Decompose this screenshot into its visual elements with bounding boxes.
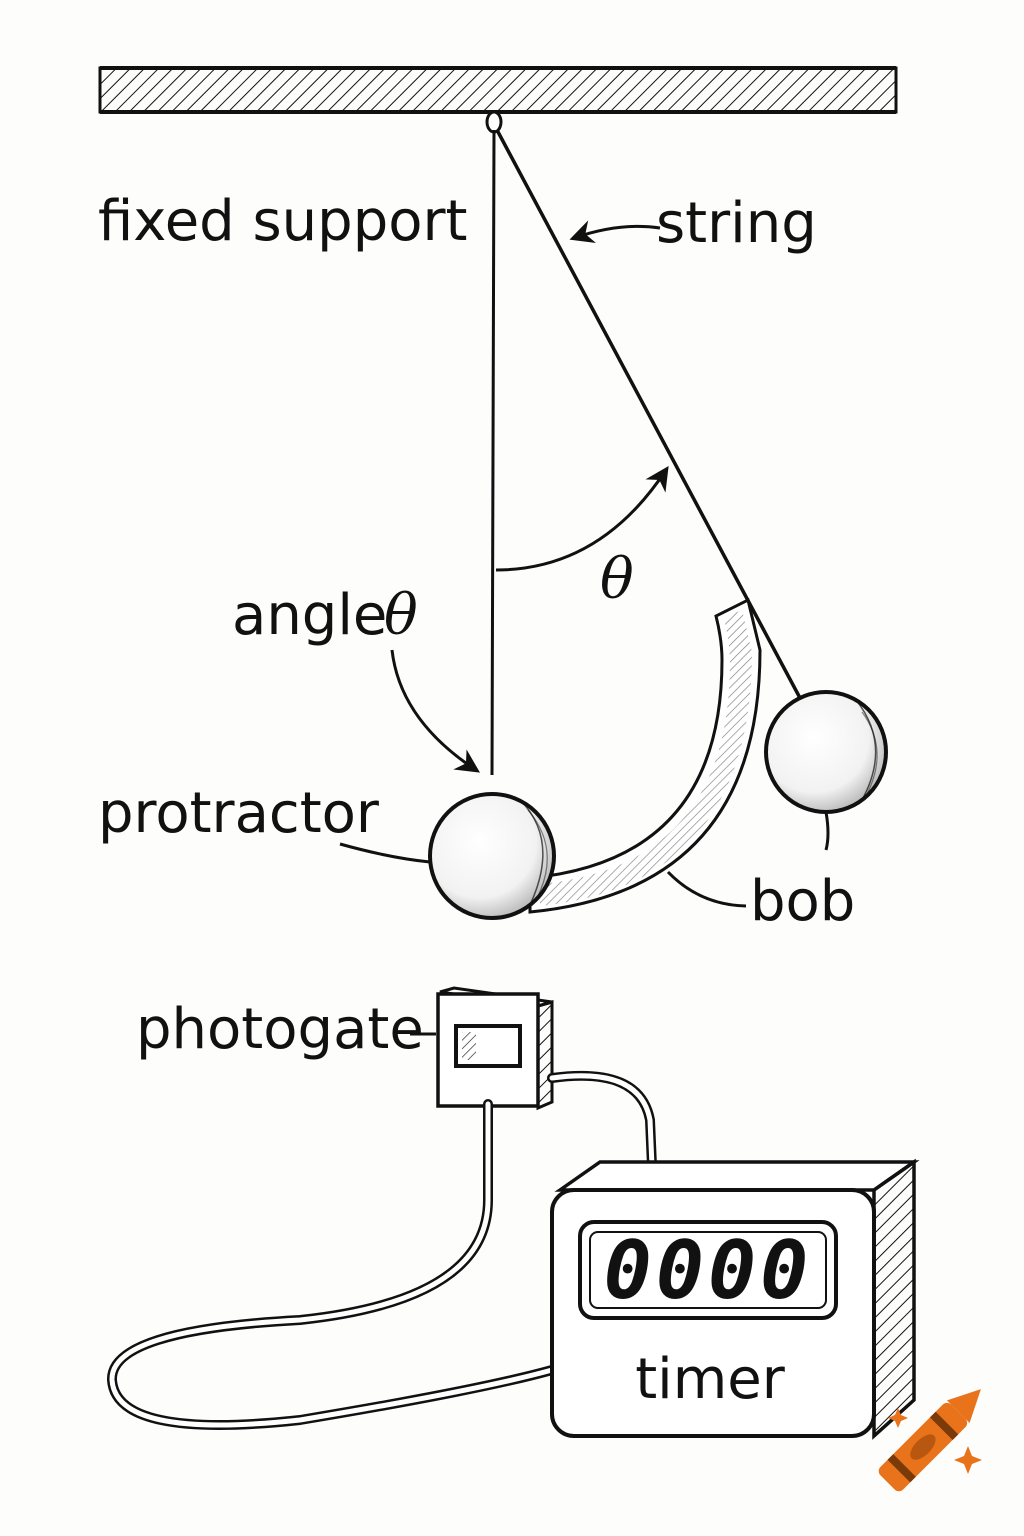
label-protractor: protractor (98, 781, 380, 846)
string-leader (569, 220, 661, 244)
bob-rest (428, 792, 556, 920)
photogate (410, 986, 554, 1111)
angle-arc (495, 465, 669, 572)
string-vertical (490, 129, 496, 776)
cable-photogate-to-timer (547, 1070, 657, 1171)
protractor-leader (339, 842, 431, 864)
protractor-arc (528, 597, 762, 914)
label-bob: bob (750, 869, 855, 934)
pivot-hook (485, 110, 503, 134)
protractor-scale-ticks (540, 610, 752, 906)
bob-displaced (764, 690, 888, 814)
timer (550, 1158, 920, 1440)
timer-display: 0000 (604, 1224, 813, 1317)
label-photogate: photogate (136, 997, 424, 1062)
label-angle: angle (232, 583, 387, 648)
bob-leader (666, 870, 747, 908)
angle-leader (390, 649, 481, 773)
crayon-logo (878, 1389, 982, 1492)
bob-leader-2 (824, 811, 830, 851)
label-theta: θ (600, 547, 634, 612)
label-timer: timer (635, 1347, 786, 1412)
ceiling-support (98, 66, 898, 134)
label-fixed-support: fixed support (98, 189, 468, 254)
label-string: string (656, 191, 817, 256)
label-angle-symbol: θ (384, 583, 418, 648)
